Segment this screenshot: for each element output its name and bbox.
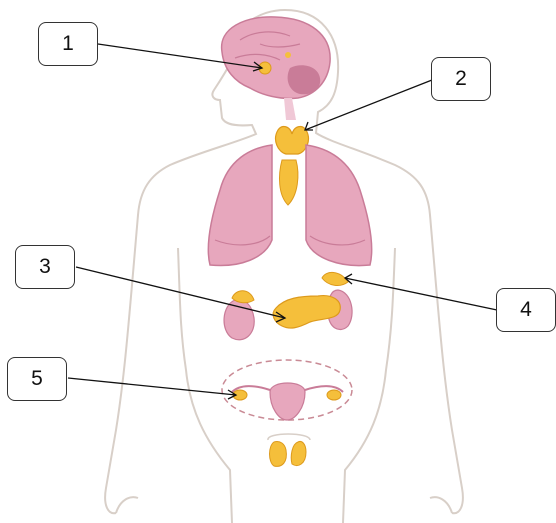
- pointer-line-5: [68, 378, 236, 395]
- right-adrenal-gland: [322, 272, 348, 285]
- label-3: 3: [15, 245, 75, 289]
- label-5: 5: [7, 357, 67, 401]
- thymus-gland: [280, 160, 298, 205]
- pointer-line-2: [305, 80, 432, 130]
- left-adrenal-gland: [232, 291, 254, 303]
- brain: [222, 17, 331, 120]
- left-kidney: [224, 300, 254, 340]
- label-2: 2: [431, 57, 491, 101]
- thyroid-gland: [276, 127, 309, 154]
- pointer-line-4: [345, 278, 497, 310]
- label-4: 4: [496, 288, 556, 332]
- label-1: 1: [38, 22, 98, 66]
- testes: [268, 434, 310, 466]
